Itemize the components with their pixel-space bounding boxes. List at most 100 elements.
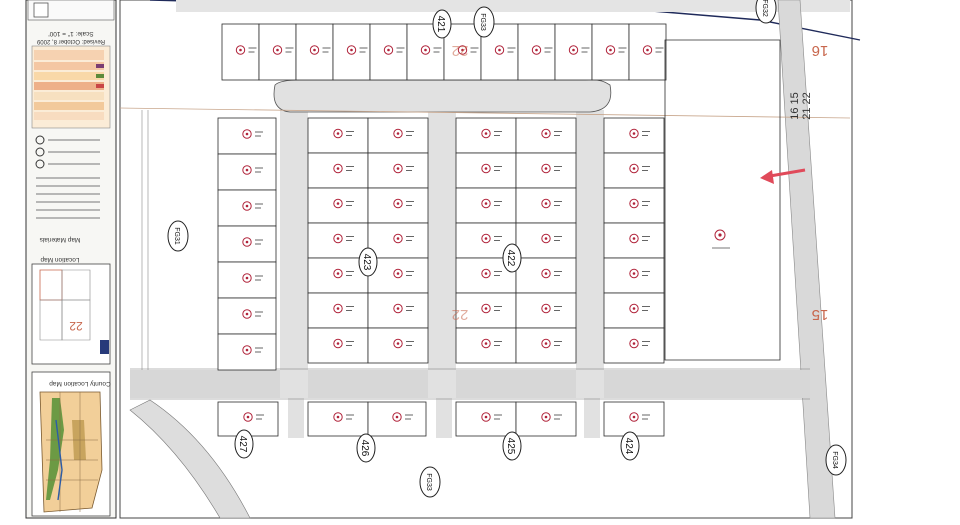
- parcel-marker-icon: [242, 129, 252, 139]
- parcel[interactable]: [603, 117, 665, 154]
- parcel-marker-icon: [568, 45, 579, 55]
- parcel-marker-icon: [420, 45, 431, 55]
- parcel[interactable]: [515, 187, 577, 224]
- parcel-marker-icon: [242, 309, 252, 319]
- parcel[interactable]: [367, 327, 429, 364]
- parcel[interactable]: [455, 401, 517, 437]
- parcel[interactable]: [295, 23, 334, 81]
- parcel[interactable]: [367, 401, 427, 437]
- road-tag[interactable]: FG34: [825, 444, 847, 476]
- parcel[interactable]: [591, 23, 630, 81]
- road-tag[interactable]: FG33: [419, 466, 441, 498]
- parcel[interactable]: [258, 23, 297, 81]
- parcel[interactable]: [217, 401, 279, 437]
- block-number-callout[interactable]: 426: [356, 433, 376, 463]
- parcel[interactable]: [455, 187, 517, 224]
- parcel-marker-icon: [629, 412, 639, 422]
- parcel-marker-icon: [541, 303, 551, 314]
- parcel[interactable]: [603, 222, 665, 259]
- revised-note: Revised: October 8, 2009: [36, 38, 105, 44]
- parcel[interactable]: [603, 187, 665, 224]
- road-tag-label: FG33: [479, 13, 486, 31]
- large-parcel[interactable]: [664, 39, 781, 361]
- north-arrow-icon: [33, 2, 49, 18]
- block-number-callout[interactable]: 424: [620, 431, 640, 461]
- parcel[interactable]: [307, 152, 369, 189]
- parcel[interactable]: [443, 23, 482, 81]
- parcel[interactable]: [603, 152, 665, 189]
- road-tag[interactable]: FG31: [167, 220, 189, 252]
- parcel[interactable]: [455, 117, 517, 154]
- parcel-marker-icon: [481, 268, 491, 279]
- block-number-callout[interactable]: 425: [502, 431, 522, 461]
- parcel[interactable]: [221, 23, 260, 81]
- parcel[interactable]: [307, 292, 369, 329]
- block-number-callout[interactable]: 423: [358, 247, 378, 277]
- parcel[interactable]: [307, 117, 369, 154]
- parcel[interactable]: [367, 187, 429, 224]
- parcel[interactable]: [480, 23, 519, 81]
- section-corner-label-bottom: 21 22: [801, 92, 813, 120]
- parcel-marker-icon: [393, 233, 403, 244]
- parcel[interactable]: [455, 327, 517, 364]
- parcel-marker-icon: [457, 45, 468, 55]
- block-number-callout[interactable]: 427: [234, 429, 254, 459]
- parcel-marker-icon: [541, 128, 551, 139]
- parcel[interactable]: [603, 401, 665, 437]
- road-tag[interactable]: FG33: [473, 6, 495, 38]
- parcel[interactable]: [367, 117, 429, 154]
- parcel[interactable]: [217, 297, 277, 335]
- parcel[interactable]: [515, 327, 577, 364]
- parcel[interactable]: [217, 261, 277, 299]
- parcel-marker-icon: [481, 233, 491, 244]
- section-number-15: 15: [812, 306, 829, 323]
- parcel-marker-icon: [333, 268, 343, 279]
- parcel[interactable]: [307, 401, 369, 437]
- parcel-marker-icon: [629, 163, 639, 174]
- parcel[interactable]: [455, 152, 517, 189]
- parcel[interactable]: [369, 23, 408, 81]
- parcel[interactable]: [515, 292, 577, 329]
- parcel[interactable]: [367, 222, 429, 259]
- block-number-callout[interactable]: 422: [502, 243, 522, 273]
- scale-note: Scale: 1" = 100': [48, 30, 93, 37]
- parcel[interactable]: [515, 152, 577, 189]
- parcel-marker-icon: [383, 45, 394, 55]
- parcel[interactable]: [603, 327, 665, 364]
- parcel-marker-icon: [629, 128, 639, 139]
- parcel[interactable]: [515, 257, 577, 294]
- parcel[interactable]: [603, 292, 665, 329]
- parcel[interactable]: [217, 117, 277, 155]
- parcel[interactable]: [517, 23, 556, 81]
- parcel-marker-icon: [333, 233, 343, 244]
- parcel[interactable]: [515, 401, 577, 437]
- location-map-inset[interactable]: [31, 263, 111, 365]
- parcel-marker-icon: [243, 412, 253, 422]
- parcel[interactable]: [367, 292, 429, 329]
- parcel[interactable]: [332, 23, 371, 81]
- parcel[interactable]: [628, 23, 667, 81]
- parcel-marker-icon: [494, 45, 505, 55]
- parcel[interactable]: [217, 189, 277, 227]
- parcel[interactable]: [515, 117, 577, 154]
- parcel-marker-icon: [629, 303, 639, 314]
- parcel[interactable]: [603, 257, 665, 294]
- parcel[interactable]: [367, 257, 429, 294]
- parcel[interactable]: [307, 327, 369, 364]
- parcel[interactable]: [217, 225, 277, 263]
- parcel[interactable]: [307, 187, 369, 224]
- parcel-marker-icon: [242, 165, 252, 175]
- parcel[interactable]: [307, 222, 369, 259]
- parcel-marker-icon: [392, 412, 402, 422]
- parcel[interactable]: [515, 222, 577, 259]
- parcel[interactable]: [367, 152, 429, 189]
- parcel[interactable]: [455, 292, 517, 329]
- road-tag[interactable]: FG32: [755, 0, 777, 24]
- parcel[interactable]: [217, 333, 277, 371]
- block-number-callout[interactable]: 421: [432, 9, 452, 39]
- parcel[interactable]: [554, 23, 593, 81]
- parcel[interactable]: [217, 153, 277, 191]
